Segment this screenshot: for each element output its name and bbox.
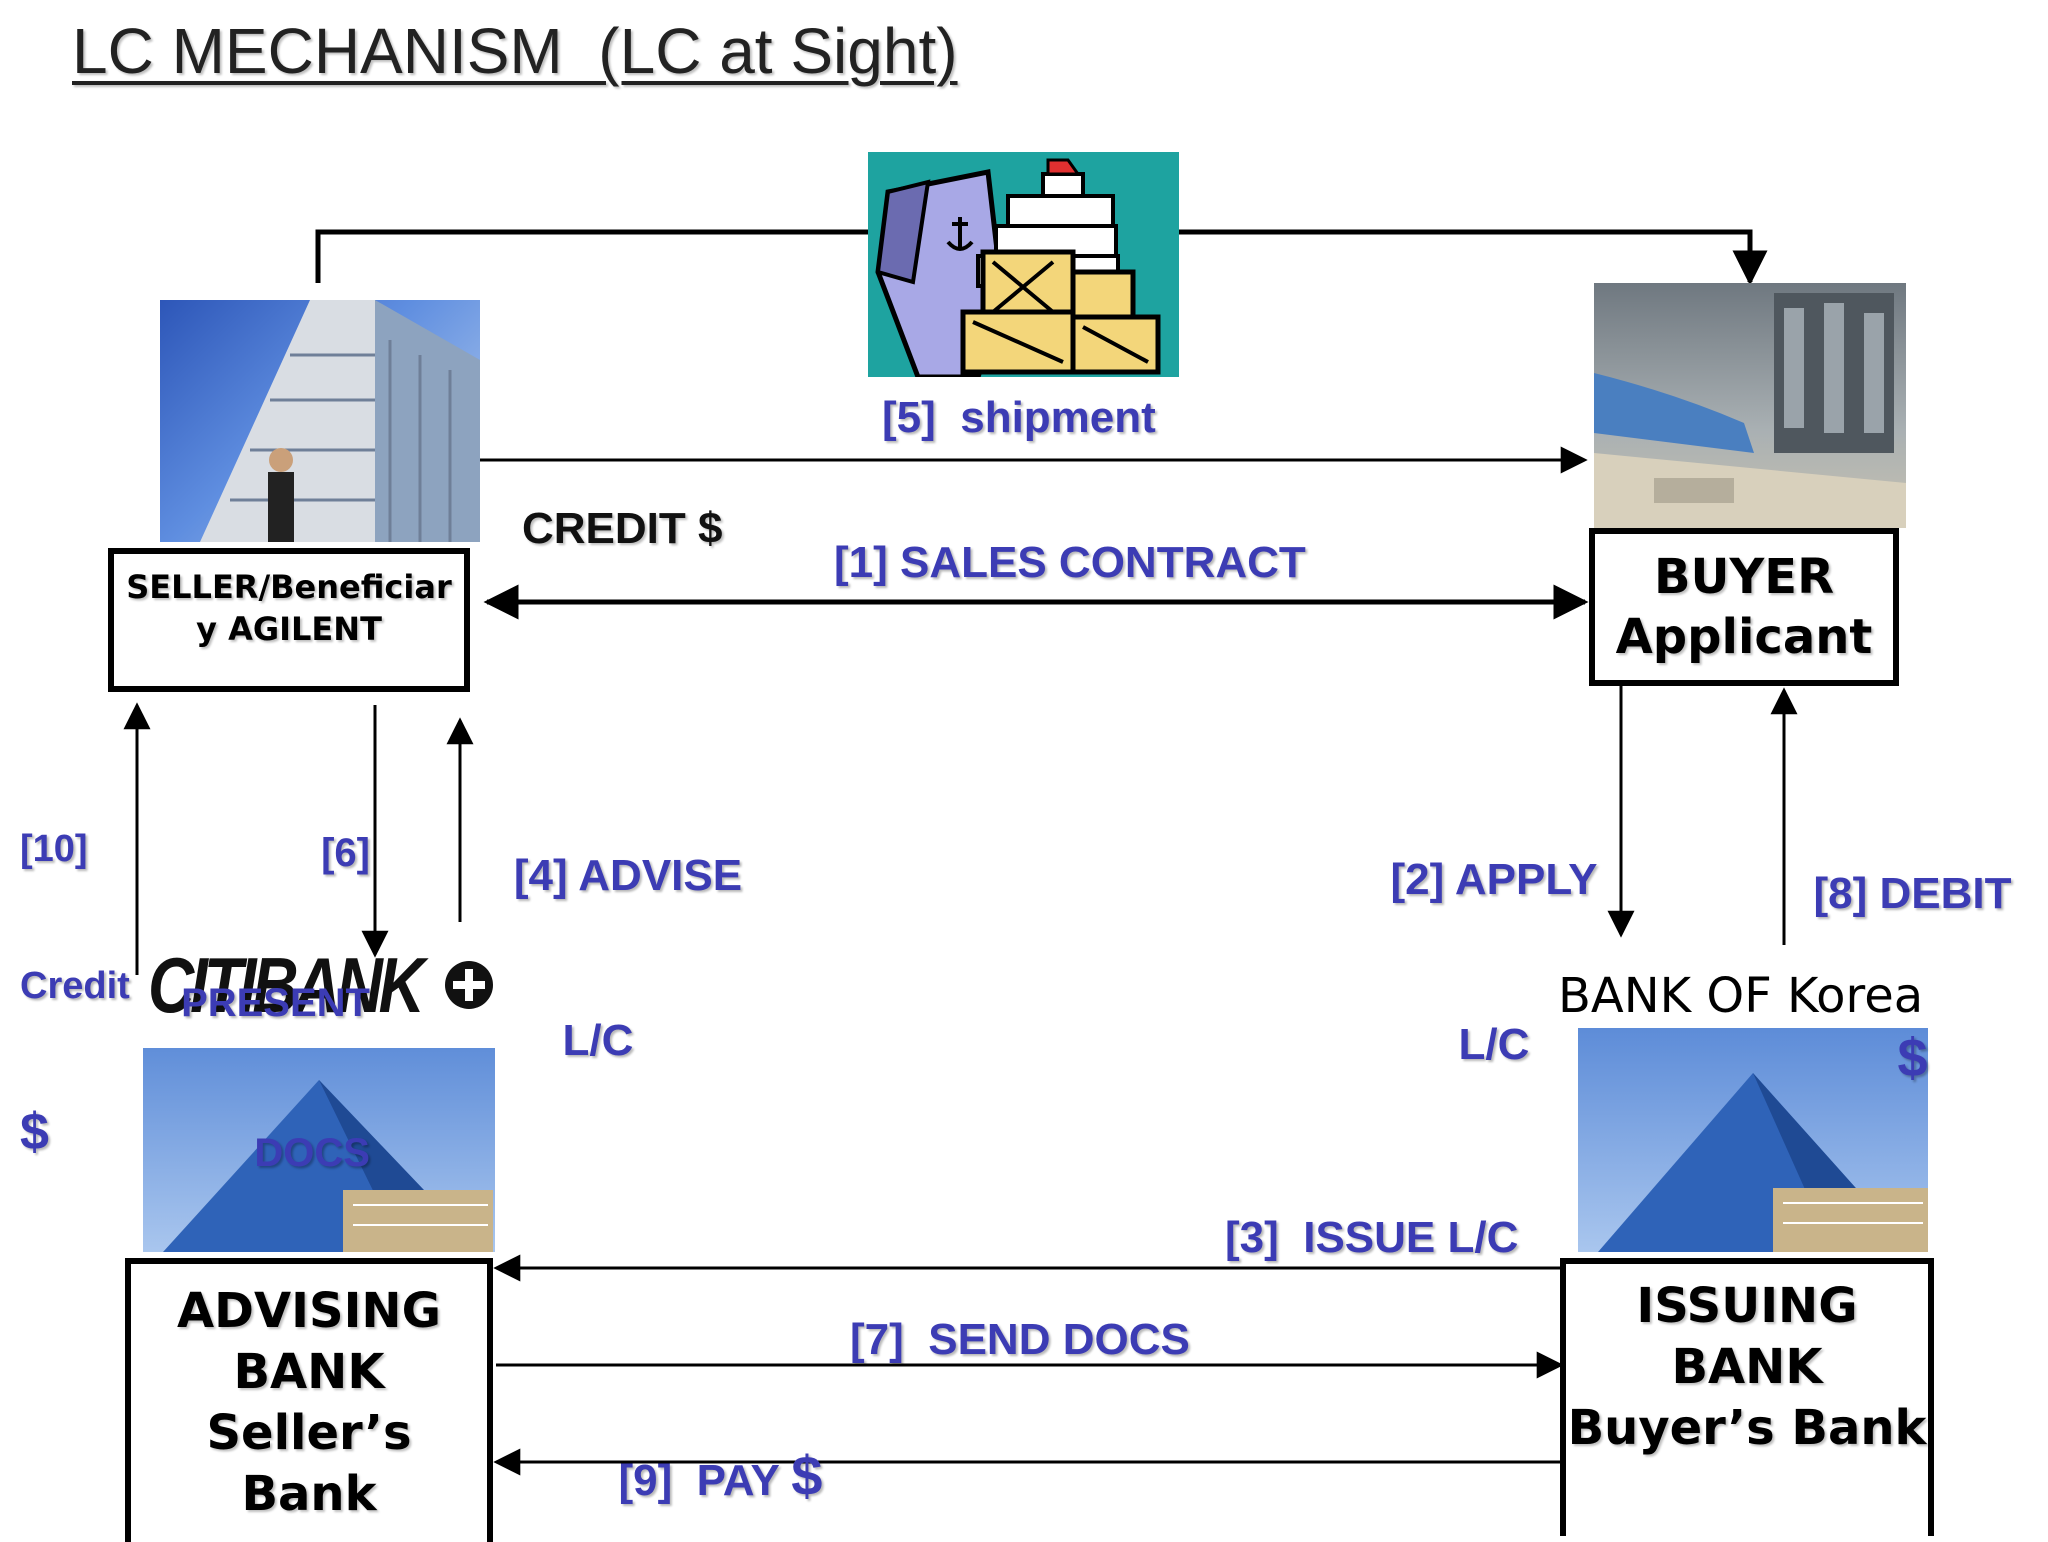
step-6-line2: PRESENT xyxy=(181,981,370,1025)
advising-bank-line2: BANK xyxy=(233,1344,385,1401)
buyer-box: BUYER Applicant xyxy=(1589,528,1899,686)
buyer-factory-photo xyxy=(1594,283,1906,528)
step-3-issue-lc-label: [3] ISSUE L/C xyxy=(1225,1213,1519,1262)
advising-bank-box: ADVISING BANK Seller’s Bank xyxy=(125,1258,493,1542)
ship-cargo-illustration xyxy=(868,152,1179,377)
step-6-line1: [6] xyxy=(321,831,370,875)
advising-bank-building-photo xyxy=(143,1040,495,1252)
step-10-dollar: $ xyxy=(20,1102,49,1161)
step-5-shipment-label: [5] shipment xyxy=(882,393,1156,442)
citibank-logo-text: CITIBANK xyxy=(148,940,425,1029)
buyer-label-line2: Applicant xyxy=(1615,609,1873,665)
step-9-dollar: $ xyxy=(791,1444,823,1507)
seller-label-line2: y AGILENT xyxy=(196,610,382,648)
seller-box: SELLER/Beneficiar y AGILENT xyxy=(108,548,470,692)
buyer-label-line1: BUYER xyxy=(1653,549,1835,605)
step-8-line1: [8] DEBIT xyxy=(1813,868,2012,918)
step-2-line1: [2] APPLY xyxy=(1390,855,1598,904)
citibank-logo: CITIBANK xyxy=(148,941,497,1029)
bank-of-korea-label: BANK OF Korea xyxy=(1558,968,1924,1024)
step-6-present-docs-label: [6] PRESENT DOCS xyxy=(170,728,370,1228)
step-7-send-docs-label: [7] SEND DOCS xyxy=(850,1315,1190,1364)
step-2-line2: L/C xyxy=(1458,1020,1530,1069)
seller-label-line1: SELLER/Beneficiar xyxy=(126,568,452,606)
page-title: LC MECHANISM (LC at Sight) xyxy=(72,15,958,87)
advising-bank-line1: ADVISING xyxy=(177,1283,441,1340)
step-9-text: [9] PAY xyxy=(618,1456,792,1505)
issuing-bank-line3: Buyer’s Bank xyxy=(1567,1399,1927,1456)
advising-bank-line4: Bank xyxy=(241,1465,377,1522)
step-6-line3: DOCS xyxy=(254,1131,370,1175)
step-9-pay-label: [9] PAY $ xyxy=(594,1386,822,1511)
seller-building-photo xyxy=(160,300,480,542)
issuing-bank-building-photo xyxy=(1578,1028,1928,1252)
step-4-line1: [4] ADVISE xyxy=(513,851,743,900)
advising-bank-line3: Seller’s xyxy=(206,1405,412,1461)
step-10-line1: [10] xyxy=(20,828,88,871)
issuing-bank-line1: ISSUING xyxy=(1636,1278,1858,1334)
step-8-debit-label: [8] DEBIT $ xyxy=(1800,762,2025,1144)
step-10-credit-label: [10] Credit $ xyxy=(20,736,130,1209)
credit-dollar-label: CREDIT $ xyxy=(522,504,723,553)
step-8-dollar: $ xyxy=(1897,1027,1928,1088)
issuing-bank-box: ISSUING BANK Buyer’s Bank xyxy=(1560,1258,1934,1536)
step-2-apply-lc-label: [2] APPLY L/C xyxy=(1384,742,1604,1127)
step-4-line2: L/C xyxy=(562,1016,634,1065)
step-10-line2: Credit xyxy=(20,964,130,1007)
citibank-arc-icon xyxy=(444,961,493,1009)
step-4-advise-lc-label: [4] ADVISE L/C xyxy=(508,738,748,1123)
issuing-bank-line2: BANK xyxy=(1671,1338,1823,1395)
step-1-sales-contract-label: [1] SALES CONTRACT xyxy=(834,538,1306,587)
